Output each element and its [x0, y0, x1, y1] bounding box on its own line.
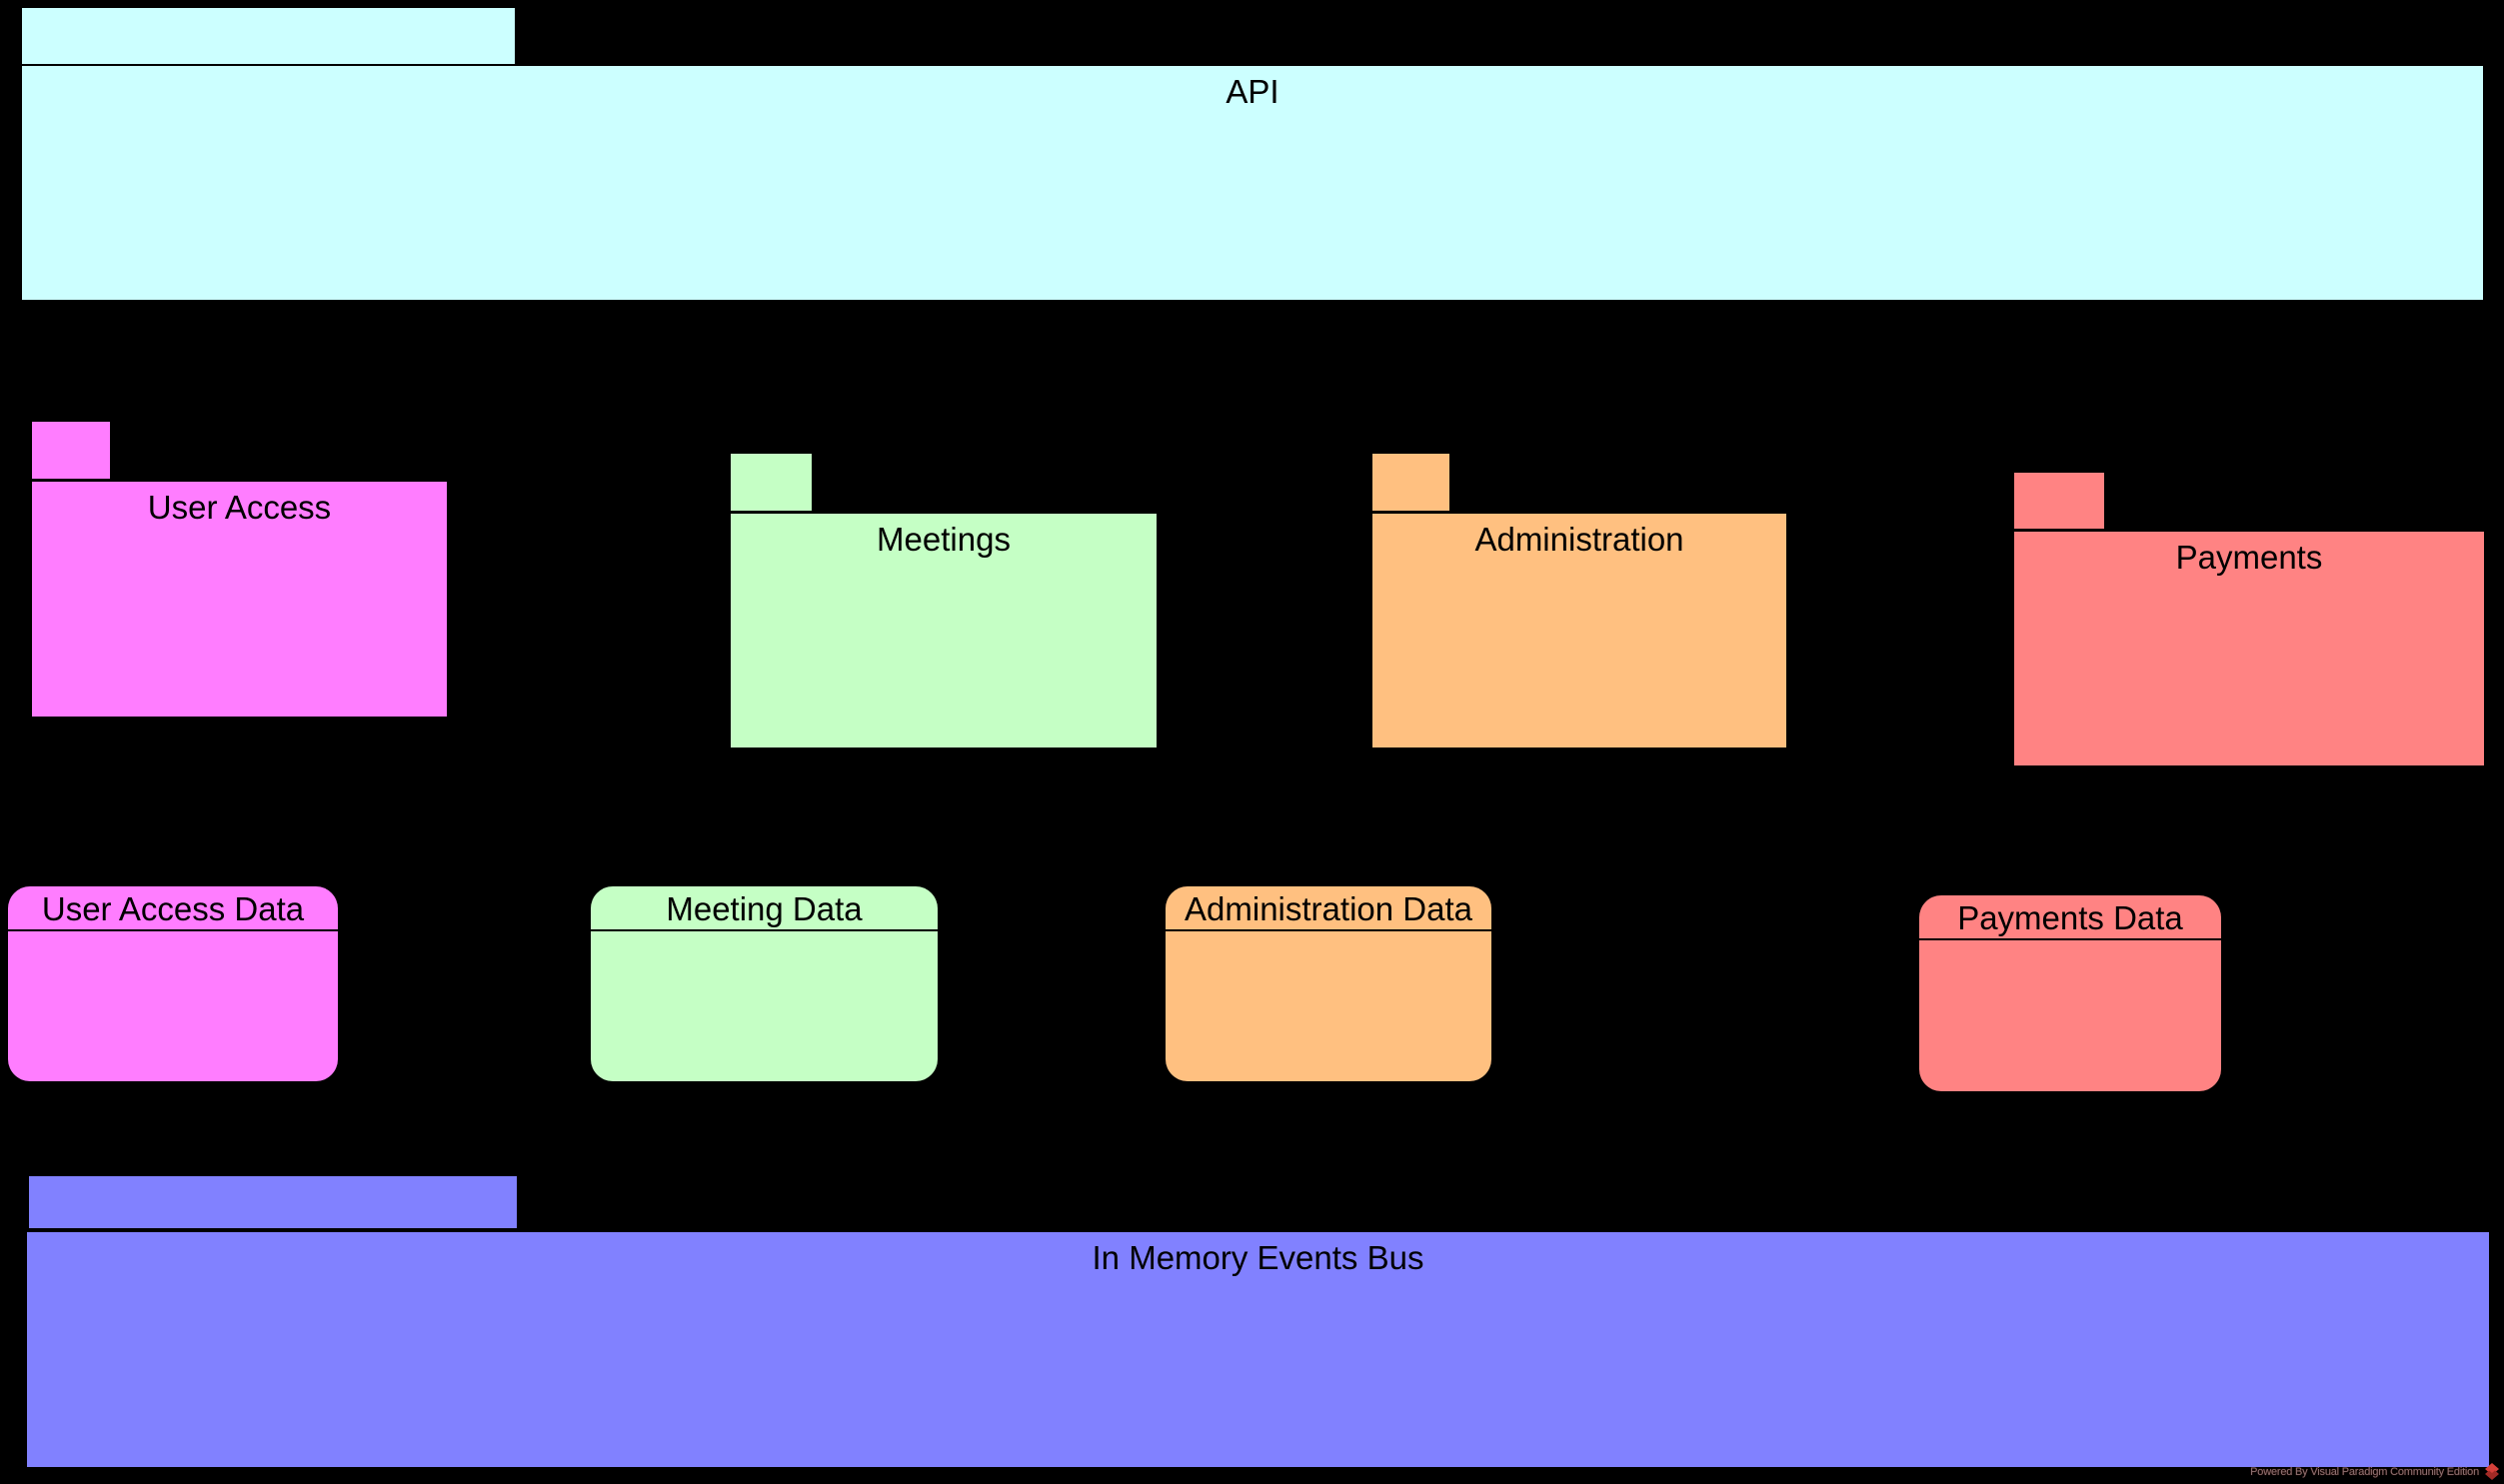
package-administration-label: Administration: [1474, 521, 1684, 558]
package-payments-label: Payments: [2175, 539, 2323, 576]
package-user-access-label: User Access: [147, 489, 332, 526]
package-payments-tab: [2014, 473, 2104, 529]
package-administration-body: Administration: [1372, 514, 1786, 747]
package-api-tab: [22, 8, 515, 64]
datastore-payments-data-label: Payments Data: [1919, 895, 2221, 940]
package-in-memory-events-bus-body: In Memory Events Bus: [27, 1232, 2489, 1467]
package-in-memory-events-bus-label: In Memory Events Bus: [1092, 1239, 1424, 1276]
package-user-access-tab: [32, 422, 110, 479]
visual-paradigm-diamond-icon: [2485, 1463, 2499, 1480]
datastore-meeting-data-label: Meeting Data: [591, 886, 938, 931]
datastore-administration-data-label: Administration Data: [1166, 886, 1491, 931]
package-payments-body: Payments: [2014, 532, 2484, 765]
watermark: Powered By Visual Paradigm Community Edi…: [2250, 1463, 2500, 1480]
package-api-label: API: [1226, 73, 1279, 110]
package-meetings-body: Meetings: [731, 514, 1157, 747]
watermark-text: Powered By Visual Paradigm Community Edi…: [2250, 1465, 2479, 1478]
datastore-user-access-data-label: User Access Data: [8, 886, 338, 931]
package-meetings-tab: [731, 454, 812, 511]
datastore-meeting-data[interactable]: Meeting Data: [591, 886, 938, 1081]
datastore-user-access-data[interactable]: User Access Data: [8, 886, 338, 1081]
package-administration-tab: [1372, 454, 1449, 511]
datastore-administration-data[interactable]: Administration Data: [1166, 886, 1491, 1081]
datastore-payments-data[interactable]: Payments Data: [1919, 895, 2221, 1091]
package-meetings-label: Meetings: [877, 521, 1011, 558]
package-in-memory-events-bus-tab: [29, 1176, 517, 1228]
package-api-body: API: [22, 66, 2483, 300]
package-user-access-body: User Access: [32, 482, 447, 717]
